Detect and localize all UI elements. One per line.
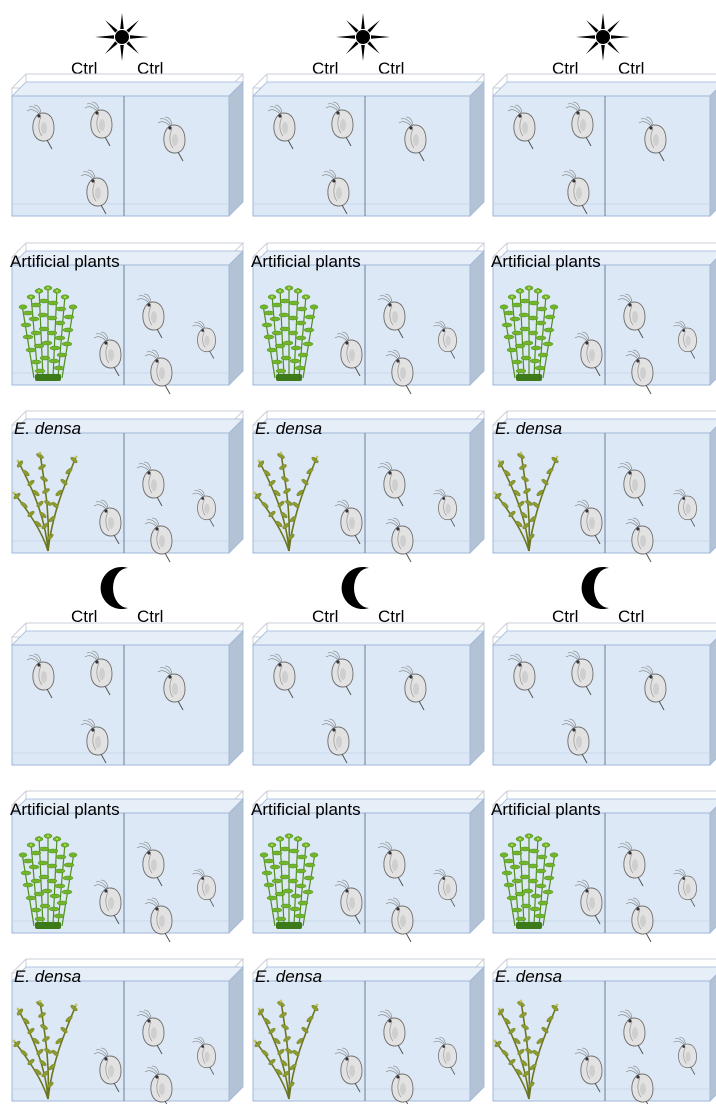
artificial-plants-label: Artificial plants	[10, 800, 120, 819]
artificial-plants-label: Artificial plants	[251, 252, 361, 271]
e-densa-label: E. densa	[495, 419, 562, 438]
aquarium-tank	[253, 623, 484, 765]
aquarium-tank	[493, 74, 716, 216]
e-densa-label: E. densa	[14, 419, 81, 438]
ctrl-label-right: Ctrl	[618, 59, 644, 78]
ctrl-label-right: Ctrl	[378, 59, 404, 78]
aquarium-tank	[12, 74, 243, 216]
ctrl-label-left: Ctrl	[71, 59, 97, 78]
ctrl-label-left: Ctrl	[312, 59, 338, 78]
artificial-plants-label: Artificial plants	[491, 800, 601, 819]
artificial-plants-label: Artificial plants	[251, 800, 361, 819]
aquarium-tank	[12, 623, 243, 765]
sun-icon	[95, 13, 149, 61]
ctrl-label-left: Ctrl	[552, 59, 578, 78]
e-densa-label: E. densa	[495, 967, 562, 986]
e-densa-label: E. densa	[14, 967, 81, 986]
ctrl-label-right: Ctrl	[137, 59, 163, 78]
moon-icon	[582, 567, 609, 609]
e-densa-label: E. densa	[255, 967, 322, 986]
aquarium-tank	[493, 623, 716, 765]
sun-icon	[576, 13, 630, 61]
sun-icon	[336, 13, 390, 61]
artificial-plants-label: Artificial plants	[491, 252, 601, 271]
aquarium-tank	[253, 74, 484, 216]
moon-icon	[101, 567, 128, 609]
e-densa-label: E. densa	[255, 419, 322, 438]
artificial-plants-label: Artificial plants	[10, 252, 120, 271]
moon-icon	[342, 567, 369, 609]
